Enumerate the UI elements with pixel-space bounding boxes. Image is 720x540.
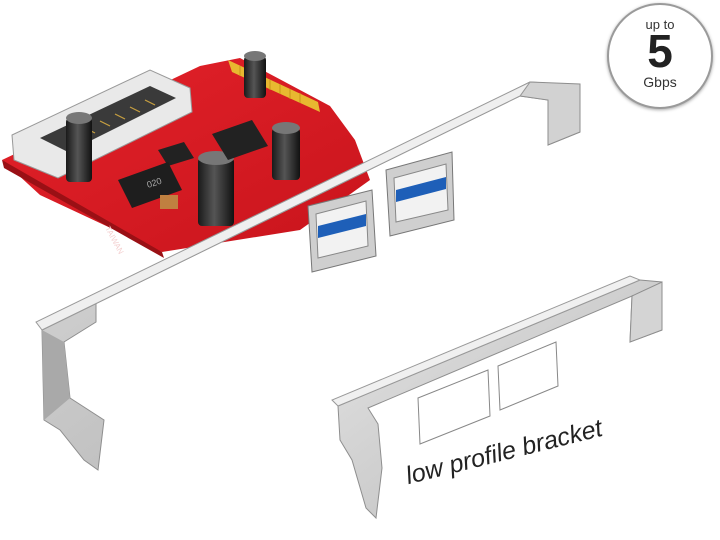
full-height-bracket bbox=[35, 81, 581, 471]
speed-badge-unit: Gbps bbox=[643, 74, 677, 90]
speed-badge-top-text: up to bbox=[645, 17, 675, 32]
usb-port-2 bbox=[385, 151, 455, 237]
low-profile-bracket bbox=[331, 275, 663, 520]
chip-label: 020 bbox=[146, 176, 163, 190]
speed-badge: up to 5 Gbps bbox=[607, 3, 713, 109]
usb-port-1 bbox=[307, 189, 377, 273]
capacitors bbox=[66, 51, 300, 226]
speed-badge-value: 5 bbox=[647, 25, 673, 77]
